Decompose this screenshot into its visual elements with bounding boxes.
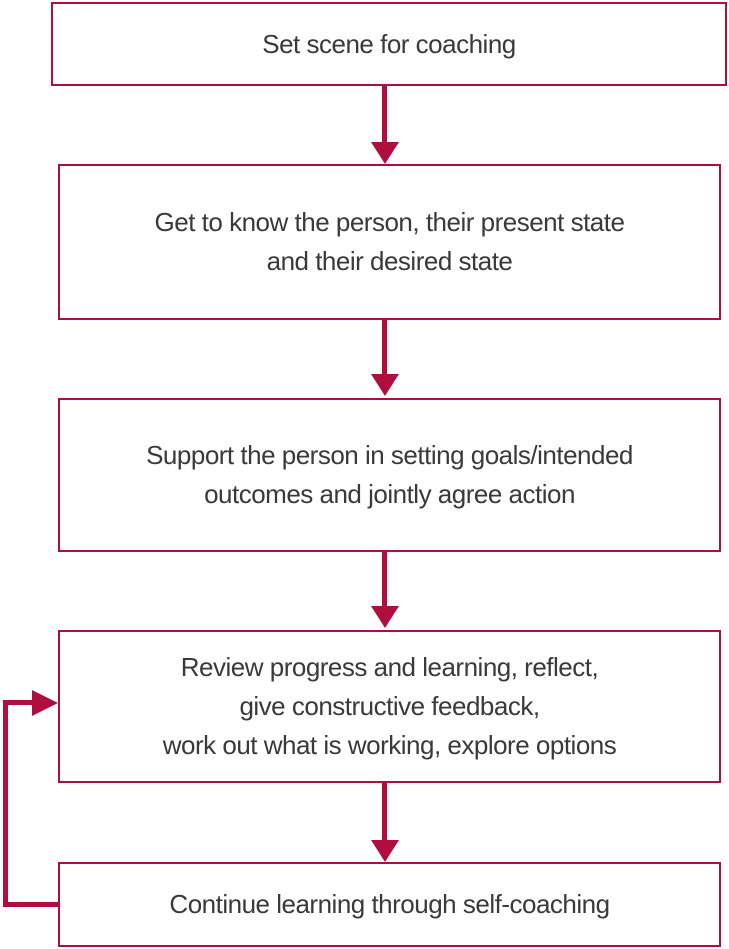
flow-box-text-line: Get to know the person, their present st…: [154, 207, 625, 237]
flow-box-text-line: Review progress and learning, reflect,: [180, 652, 599, 682]
flow-box-text-line: outcomes and jointly agree action: [204, 479, 575, 509]
down-arrow-shaft-1: [382, 86, 387, 144]
down-arrow-shaft-4: [382, 783, 387, 842]
down-arrow-shaft-3: [382, 552, 387, 608]
flow-box-text-line: give constructive feedback,: [239, 691, 540, 721]
feedback-loop-top-segment: [3, 700, 33, 705]
flow-box-set-goals: Support the person in setting goals/inte…: [58, 398, 721, 552]
flow-box-self-coaching: Continue learning through self-coaching: [58, 862, 721, 947]
flow-box-text-line: work out what is working, explore option…: [162, 730, 617, 760]
down-arrow-shaft-2: [382, 320, 387, 376]
down-arrow-head-icon: [371, 606, 399, 628]
flow-box-know-person: Get to know the person, their present st…: [58, 164, 721, 320]
flow-box-review-progress: Review progress and learning, reflect, g…: [58, 630, 721, 783]
down-arrow-head-icon: [371, 142, 399, 164]
feedback-loop-bottom-segment: [3, 902, 58, 907]
feedback-loop-vertical-segment: [3, 700, 8, 907]
down-arrow-head-icon: [371, 374, 399, 396]
flow-box-text-line: Continue learning through self-coaching: [169, 889, 610, 919]
right-arrow-head-icon: [32, 690, 58, 716]
flow-box-text-line: Support the person in setting goals/inte…: [146, 440, 633, 470]
down-arrow-head-icon: [371, 840, 399, 862]
flow-box-text-line: Set scene for coaching: [262, 28, 516, 59]
flow-box-set-scene: Set scene for coaching: [51, 2, 727, 86]
flow-box-text-line: and their desired state: [266, 246, 513, 276]
